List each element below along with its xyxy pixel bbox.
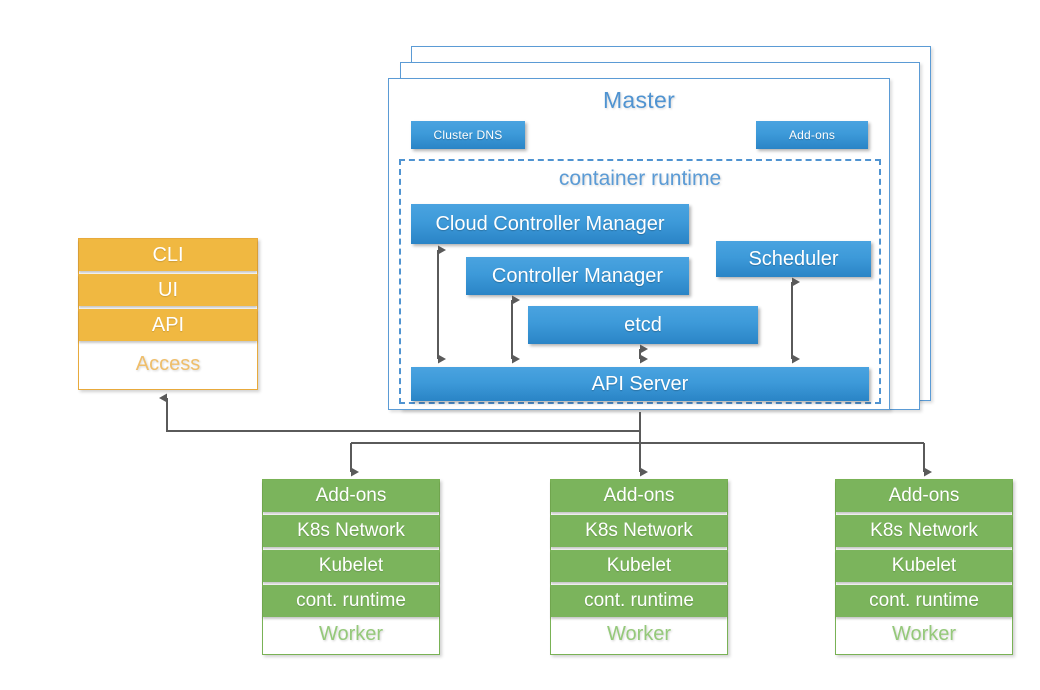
connector-apiserver-workers-bus bbox=[351, 412, 924, 444]
access-row-api[interactable]: API bbox=[79, 309, 257, 341]
worker-2-row-kubelet[interactable]: Kubelet bbox=[551, 550, 727, 582]
cluster-dns-box[interactable]: Cluster DNS bbox=[411, 121, 525, 149]
controller-manager-label: Controller Manager bbox=[491, 264, 664, 287]
cloud-controller-manager-label: Cloud Controller Manager bbox=[435, 212, 665, 235]
scheduler-box[interactable]: Scheduler bbox=[716, 241, 871, 277]
worker-3-runtime-label: cont. runtime bbox=[869, 590, 979, 611]
cloud-controller-manager-box[interactable]: Cloud Controller Manager bbox=[411, 204, 689, 244]
etcd-label: etcd bbox=[624, 313, 662, 336]
api-server-box[interactable]: API Server bbox=[411, 367, 869, 401]
access-row-cli[interactable]: CLI bbox=[79, 239, 257, 271]
worker-2-kubelet-label: Kubelet bbox=[606, 555, 672, 576]
worker-2-addons-label: Add-ons bbox=[603, 485, 675, 506]
worker-1-runtime-label: cont. runtime bbox=[296, 590, 406, 611]
cluster-dns-label: Cluster DNS bbox=[433, 128, 503, 142]
worker-3-row-kubelet[interactable]: Kubelet bbox=[836, 550, 1012, 582]
master-addons-label: Add-ons bbox=[788, 128, 836, 142]
access-row-cli-label: CLI bbox=[152, 243, 184, 266]
worker-3-row-runtime[interactable]: cont. runtime bbox=[836, 585, 1012, 617]
worker-1-row-addons[interactable]: Add-ons bbox=[263, 480, 439, 512]
worker-node-1: Add-ons K8s Network Kubelet cont. runtim… bbox=[262, 479, 440, 655]
worker-node-2: Add-ons K8s Network Kubelet cont. runtim… bbox=[550, 479, 728, 655]
container-runtime-region: container runtime bbox=[399, 159, 881, 404]
controller-manager-box[interactable]: Controller Manager bbox=[466, 257, 689, 295]
worker-node-3: Add-ons K8s Network Kubelet cont. runtim… bbox=[835, 479, 1013, 655]
access-row-api-label: API bbox=[151, 313, 185, 336]
worker-3-row-network[interactable]: K8s Network bbox=[836, 515, 1012, 547]
worker-1-row-kubelet[interactable]: Kubelet bbox=[263, 550, 439, 582]
access-row-ui[interactable]: UI bbox=[79, 274, 257, 306]
worker-1-row-network[interactable]: K8s Network bbox=[263, 515, 439, 547]
worker-3-kubelet-label: Kubelet bbox=[891, 555, 957, 576]
api-server-label: API Server bbox=[591, 372, 689, 395]
worker-3-label: Worker bbox=[891, 623, 957, 645]
connector-access-apiserver bbox=[159, 393, 641, 432]
access-row-ui-label: UI bbox=[158, 278, 178, 301]
worker-1-row-runtime[interactable]: cont. runtime bbox=[263, 585, 439, 617]
worker-3-row-addons[interactable]: Add-ons bbox=[836, 480, 1012, 512]
worker-1-kubelet-label: Kubelet bbox=[318, 555, 384, 576]
worker-2-label: Worker bbox=[606, 623, 672, 645]
worker-2-runtime-label: cont. runtime bbox=[584, 590, 694, 611]
worker-2-row-runtime[interactable]: cont. runtime bbox=[551, 585, 727, 617]
worker-1-label: Worker bbox=[318, 623, 384, 645]
master-title: Master bbox=[602, 87, 676, 113]
worker-2-row-network[interactable]: K8s Network bbox=[551, 515, 727, 547]
access-group-label: Access bbox=[135, 353, 201, 375]
master-addons-box[interactable]: Add-ons bbox=[756, 121, 868, 149]
worker-2-row-addons[interactable]: Add-ons bbox=[551, 480, 727, 512]
worker-2-network-label: K8s Network bbox=[585, 520, 693, 541]
worker-3-network-label: K8s Network bbox=[870, 520, 978, 541]
worker-1-addons-label: Add-ons bbox=[315, 485, 387, 506]
scheduler-label: Scheduler bbox=[748, 247, 839, 270]
worker-3-addons-label: Add-ons bbox=[888, 485, 960, 506]
etcd-box[interactable]: etcd bbox=[528, 306, 758, 344]
worker-1-network-label: K8s Network bbox=[297, 520, 405, 541]
access-group: CLI UI API Access bbox=[78, 238, 258, 390]
container-runtime-title: container runtime bbox=[558, 167, 722, 190]
master-card-front: Master Cluster DNS Add-ons container run… bbox=[388, 78, 890, 410]
